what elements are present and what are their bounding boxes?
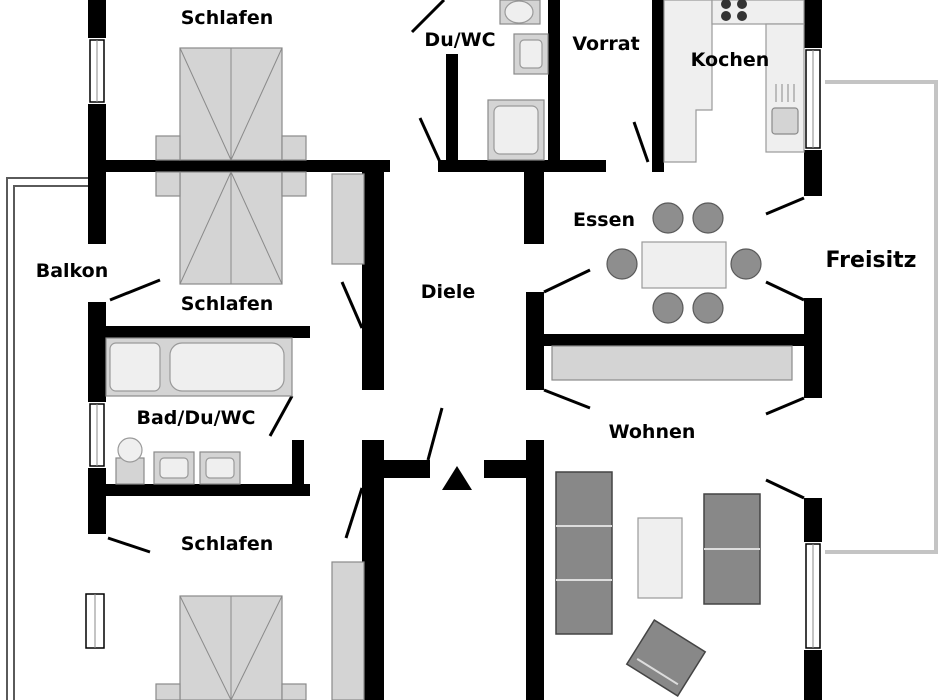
wall-living-left-2 bbox=[526, 440, 544, 700]
dining-chair-6 bbox=[692, 292, 724, 324]
label-schlafen-top: Schlafen bbox=[181, 7, 274, 29]
label-essen: Essen bbox=[573, 209, 635, 231]
nightstand-mid-right bbox=[281, 171, 307, 197]
stove-burner-4 bbox=[737, 11, 747, 21]
door-freisitz-mid bbox=[765, 280, 805, 302]
dining-set bbox=[606, 202, 762, 324]
wall-corridor-left-1 bbox=[362, 172, 384, 390]
dining-chair-1 bbox=[652, 202, 684, 234]
stove-burner-3 bbox=[721, 11, 731, 21]
freisitz-outline bbox=[825, 80, 938, 554]
label-schlafen-mid: Schlafen bbox=[181, 293, 274, 315]
nightstand-bottom-left bbox=[155, 683, 181, 700]
bed-mid bbox=[155, 171, 365, 285]
nightstand-top-left bbox=[155, 135, 181, 161]
bathtub bbox=[169, 342, 285, 392]
shower-tray bbox=[109, 342, 161, 392]
label-du-wc: Du/WC bbox=[424, 29, 495, 51]
living-furniture bbox=[555, 471, 761, 697]
door-schlafen-bottom bbox=[344, 487, 364, 539]
label-vorrat: Vorrat bbox=[572, 33, 639, 55]
nightstand-mid-left bbox=[155, 171, 181, 197]
dining-chair-5 bbox=[652, 292, 684, 324]
label-wohnen: Wohnen bbox=[609, 421, 696, 443]
entrance-arrow-icon bbox=[442, 466, 472, 490]
door-duwc bbox=[418, 117, 442, 163]
wall-bedroom-divider bbox=[88, 160, 390, 172]
wall-left-4 bbox=[88, 468, 106, 534]
wall-left-3 bbox=[88, 302, 106, 402]
bathroom-fixtures bbox=[105, 337, 293, 485]
door-balkon bbox=[109, 278, 161, 302]
door-freisitz-top bbox=[765, 196, 805, 216]
dining-chair-4 bbox=[730, 248, 762, 280]
door-vorrat bbox=[632, 121, 650, 163]
label-balkon: Balkon bbox=[36, 260, 109, 282]
nightstand-bottom-right bbox=[281, 683, 307, 700]
stove-burner-1 bbox=[721, 0, 731, 9]
wardrobe-bottom bbox=[331, 561, 365, 700]
kitchen-sink bbox=[771, 107, 799, 135]
doors bbox=[107, 0, 805, 554]
wall-kitchen-left bbox=[652, 0, 664, 172]
kitchen-fixtures bbox=[663, 0, 805, 163]
sofa-left bbox=[555, 471, 613, 635]
duwc-toilet-bowl bbox=[504, 0, 534, 24]
wall-duwc-left bbox=[446, 54, 458, 168]
label-kochen: Kochen bbox=[691, 49, 770, 71]
label-freisitz: Freisitz bbox=[826, 248, 917, 273]
room-labels: Schlafen Du/WC Vorrat Kochen Essen Freis… bbox=[36, 7, 917, 555]
label-schlafen-bottom: Schlafen bbox=[181, 533, 274, 555]
balkon-outline-inner bbox=[13, 185, 92, 700]
wall-duwc-right bbox=[548, 0, 560, 168]
label-bad-du-wc: Bad/Du/WC bbox=[137, 407, 256, 429]
door-entrance bbox=[426, 407, 444, 461]
dining-chair-3 bbox=[606, 248, 638, 280]
bed-bottom bbox=[155, 561, 365, 700]
door-freisitz-bottom bbox=[765, 478, 805, 500]
stove-burner-2 bbox=[737, 0, 747, 9]
windows bbox=[85, 39, 821, 649]
dining-chair-2 bbox=[692, 202, 724, 234]
wall-bath-top bbox=[88, 326, 310, 338]
wall-bath-right bbox=[292, 440, 304, 496]
wall-entrance-right bbox=[484, 460, 544, 478]
armchair bbox=[625, 619, 707, 697]
wall-right-5 bbox=[804, 650, 822, 700]
door-wohnen bbox=[543, 388, 591, 410]
wall-duwc-bottom bbox=[438, 160, 606, 172]
wall-center-stub bbox=[524, 168, 544, 244]
duwc-fixtures bbox=[487, 0, 549, 161]
wall-right-3 bbox=[804, 298, 822, 398]
wall-entrance-left bbox=[362, 460, 430, 478]
wall-right-1 bbox=[804, 0, 822, 48]
sideboard bbox=[551, 345, 793, 381]
coffee-table bbox=[637, 517, 683, 599]
bed-top bbox=[155, 47, 307, 161]
wall-left-1 bbox=[88, 0, 106, 38]
door-schlafen-mid bbox=[340, 281, 364, 329]
wall-corridor-left-2 bbox=[362, 440, 384, 700]
wall-right-2 bbox=[804, 150, 822, 196]
wall-bath-bottom bbox=[88, 484, 310, 496]
wall-living-divider bbox=[526, 334, 822, 346]
door-freisitz-low bbox=[765, 396, 805, 416]
walls bbox=[88, 0, 822, 700]
nightstand-top-right bbox=[281, 135, 307, 161]
door-duwc-top bbox=[410, 0, 446, 34]
dining-table bbox=[641, 241, 727, 289]
toilet-bowl bbox=[117, 437, 143, 463]
kitchen-counter-left bbox=[663, 0, 713, 163]
wall-right-4 bbox=[804, 498, 822, 542]
door-balkon-bottom bbox=[107, 536, 151, 554]
label-diele: Diele bbox=[421, 281, 476, 303]
wardrobe-mid bbox=[331, 173, 365, 265]
door-essen bbox=[543, 268, 591, 294]
wall-left-2 bbox=[88, 104, 106, 244]
door-bath bbox=[268, 395, 294, 437]
